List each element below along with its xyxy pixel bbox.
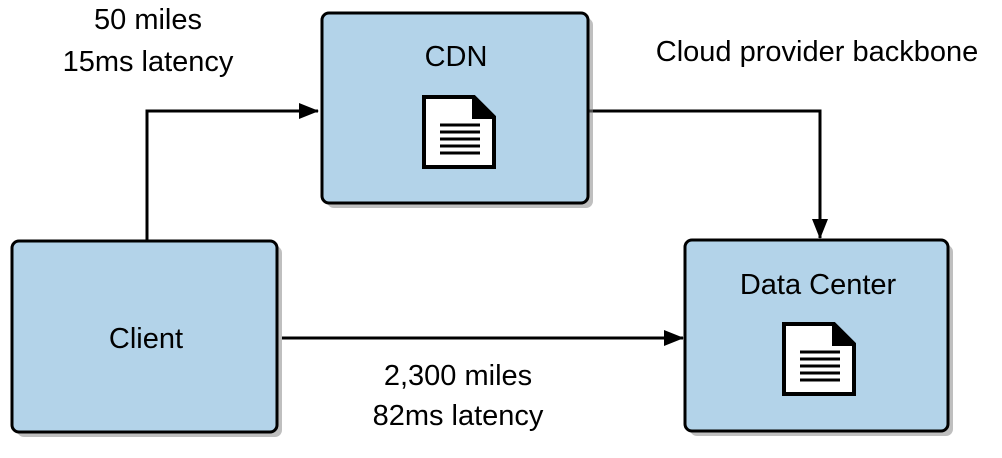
node-cdn: CDN xyxy=(320,11,593,208)
client-box xyxy=(10,239,279,434)
client-to-datacenter-label: 2,300 miles 82ms latency xyxy=(373,360,544,432)
node-datacenter: Data Center xyxy=(683,238,953,436)
client-to-datacenter-latency: 82ms latency xyxy=(373,400,544,432)
backbone-label: Cloud provider backbone xyxy=(656,36,978,68)
edge-cdn-to-datacenter xyxy=(588,109,828,239)
datacenter-label: Data Center xyxy=(740,269,897,301)
document-icon xyxy=(782,322,856,396)
cdn-to-datacenter-label: Cloud provider backbone xyxy=(656,36,978,68)
client-to-cdn-label: 50 miles 15ms latency xyxy=(63,4,234,78)
client-to-datacenter-distance: 2,300 miles xyxy=(384,360,532,392)
edge-client-to-cdn xyxy=(145,103,319,241)
client-to-cdn-distance: 50 miles xyxy=(94,4,202,36)
node-client: Client xyxy=(10,239,282,437)
cdn-label: CDN xyxy=(425,41,488,73)
client-to-cdn-latency: 15ms latency xyxy=(63,46,234,78)
cdn-to-datacenter-arrow xyxy=(588,109,828,239)
client-to-cdn-arrow xyxy=(145,103,319,241)
document-icon xyxy=(422,95,496,169)
client-label: Client xyxy=(109,323,183,355)
